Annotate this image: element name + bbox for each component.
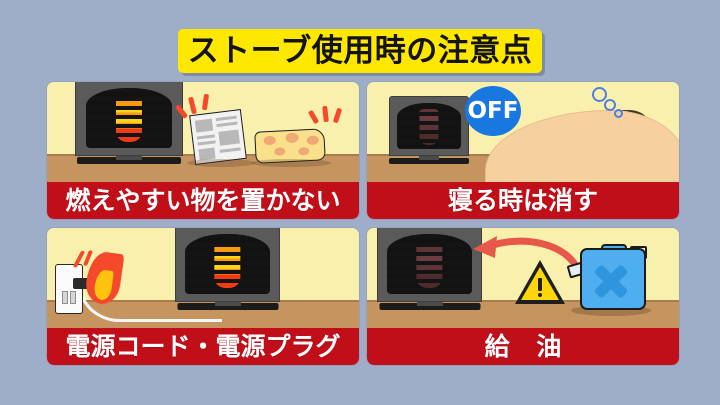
newspaper-block — [196, 134, 216, 140]
power-plug — [73, 278, 95, 289]
stove-body — [175, 228, 280, 302]
stove-grill — [185, 234, 270, 294]
stove-grill — [85, 88, 173, 148]
stove-on — [75, 82, 183, 164]
cushion-dot — [298, 147, 310, 156]
stove-base — [389, 158, 469, 164]
newspaper-block — [215, 115, 237, 122]
off-label: OFF — [467, 97, 519, 124]
cushion-dot — [306, 135, 319, 146]
stove-window — [85, 88, 173, 148]
sleep-bubble — [592, 87, 607, 102]
spark-mark — [332, 107, 343, 124]
spark-mark — [307, 109, 320, 125]
panel-refuel-scene — [367, 228, 679, 328]
panel-sleep-scene: OFF — [367, 82, 679, 182]
spark-mark — [322, 105, 329, 123]
warning-exclamation — [538, 278, 542, 291]
sleep-bubble — [614, 109, 623, 118]
stove-off — [389, 92, 469, 164]
panel-caption-bar: 電源コード・電源プラグ — [47, 328, 359, 365]
cushion-dot — [274, 147, 286, 156]
newspaper-block — [197, 140, 216, 146]
newspaper-block — [216, 121, 238, 128]
panel-caption: 電源コード・電源プラグ — [65, 332, 341, 361]
cushion-dot — [263, 135, 276, 146]
outlet-slot — [70, 291, 76, 304]
stove-body — [377, 228, 482, 302]
panel-caption: 寝る時は消す — [447, 186, 598, 215]
stove-grill — [397, 102, 461, 150]
newspaper-block — [194, 118, 214, 133]
sleep-bubble — [604, 99, 616, 111]
panel-caption-bar: 給 油 — [367, 328, 679, 365]
object-shadow — [187, 159, 255, 167]
panel-flammables: 燃えやすい物を置かない — [47, 82, 359, 219]
page-title: ストーブ使用時の注意点 — [187, 32, 533, 69]
off-speech-bubble: OFF — [465, 86, 521, 136]
stove-body — [389, 96, 469, 156]
stove-stand — [419, 152, 439, 160]
cushion-dot — [285, 132, 299, 144]
stove-grill — [387, 234, 472, 294]
object-shadow — [571, 305, 651, 316]
stove-on — [175, 228, 280, 310]
spark-mark — [188, 96, 197, 115]
stove-window — [185, 234, 270, 294]
stove-off — [377, 228, 482, 310]
panel-flammables-scene — [47, 82, 359, 182]
object-shadow — [251, 159, 331, 167]
panel-refuel: 給 油 — [367, 228, 679, 365]
newspaper-block — [219, 147, 241, 153]
warning-exclamation-dot — [538, 293, 542, 297]
stove-base — [77, 157, 181, 164]
stove-window — [397, 102, 461, 150]
page-title-banner: ストーブ使用時の注意点 — [178, 29, 542, 73]
spark-mark — [201, 93, 210, 111]
panel-cord: 電源コード・電源プラグ — [47, 228, 359, 365]
stove-body — [75, 82, 183, 156]
stove-window — [387, 234, 472, 294]
panel-caption: 燃えやすい物を置かない — [65, 186, 341, 215]
panel-caption: 給 油 — [484, 332, 571, 361]
stove-base — [177, 303, 278, 310]
panel-cord-scene — [47, 228, 359, 328]
stove-base — [379, 303, 480, 310]
panel-sleep: OFF 寝る時は消す — [367, 82, 679, 219]
newspaper-block — [218, 129, 240, 146]
wall-outlet — [55, 264, 83, 314]
panel-caption-bar: 燃えやすい物を置かない — [47, 182, 359, 219]
panel-caption-bar: 寝る時は消す — [367, 182, 679, 219]
outlet-slot — [62, 291, 68, 304]
newspaper — [189, 109, 247, 165]
